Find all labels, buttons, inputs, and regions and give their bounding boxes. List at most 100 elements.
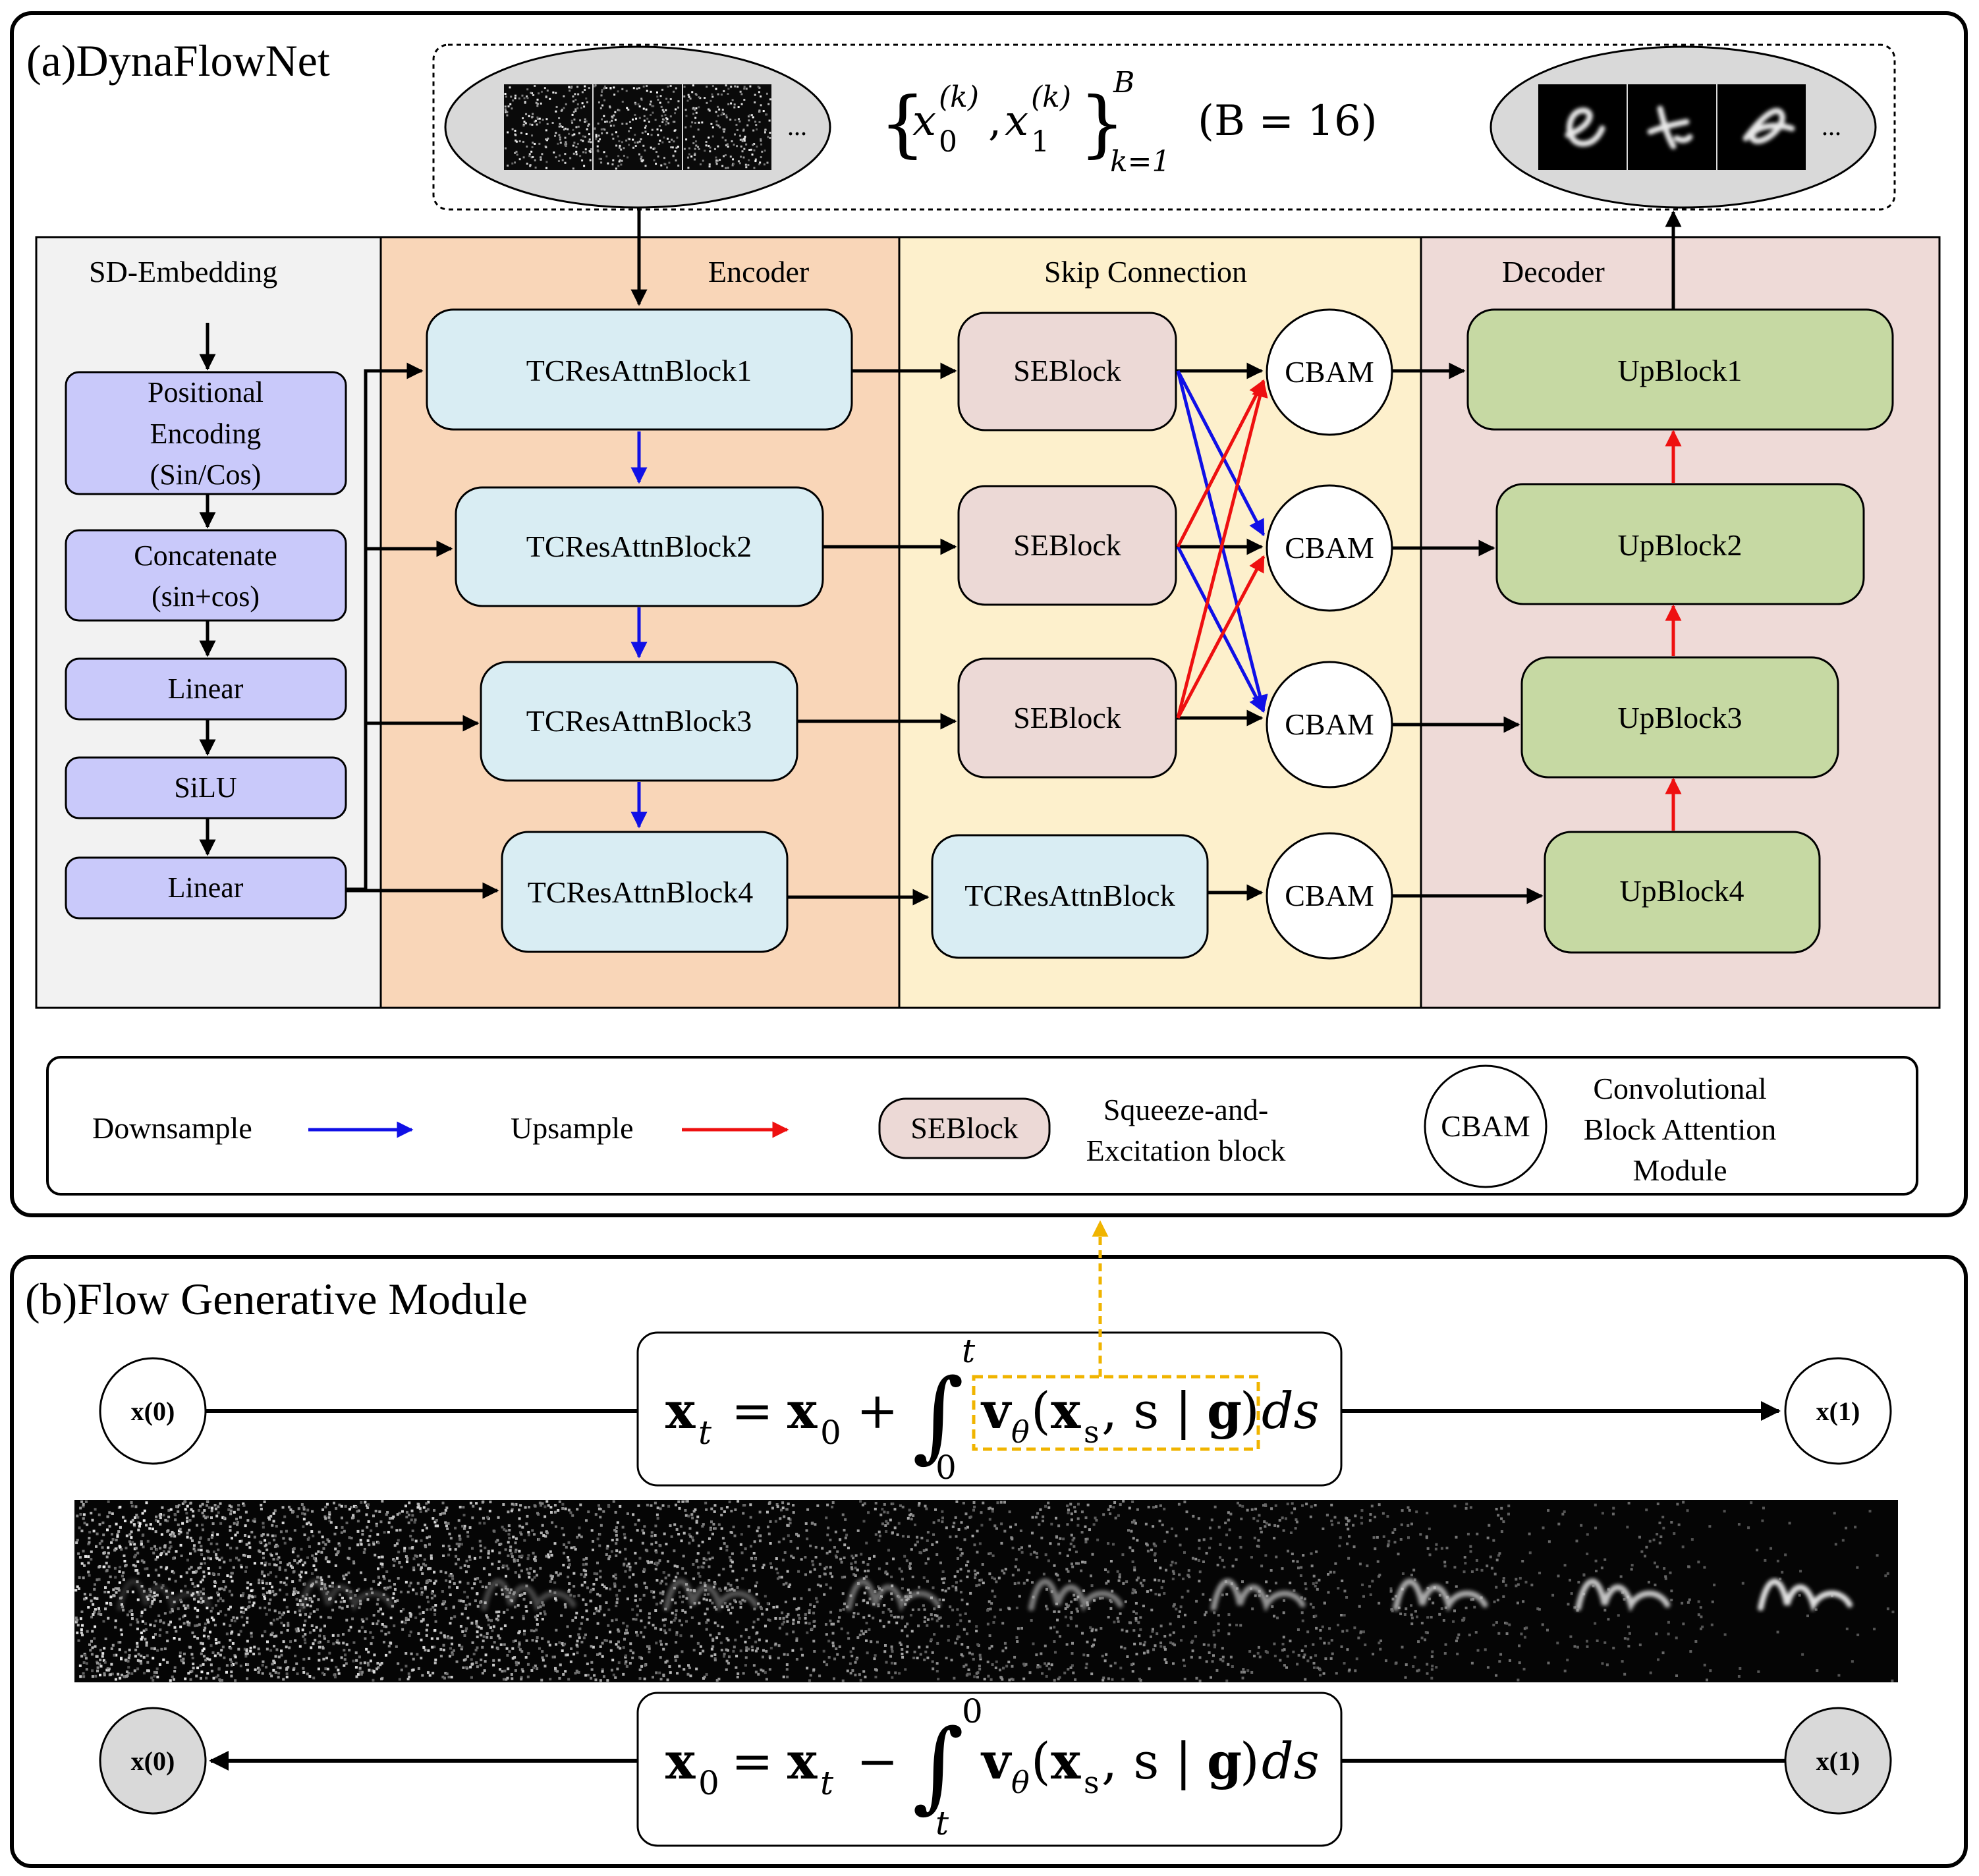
legend-cbam-desc-2: Block Attention	[1584, 1113, 1777, 1146]
decoder-block-1	[1466, 308, 1894, 431]
linear-block-2-label: Linear	[168, 871, 244, 904]
svg-text:x: x	[787, 1381, 818, 1440]
skip-tcresattn-block-label: TCResAttnBlock	[964, 879, 1175, 912]
positional-encoding-line3: (Sin/Cos)	[150, 458, 262, 491]
cross-up-arrow-1	[1176, 379, 1266, 548]
legend-cbam-swatch	[1424, 1064, 1547, 1188]
positional-encoding-line1: Positional	[148, 376, 264, 408]
seblock-3-label: SEBlock	[1013, 701, 1121, 734]
encoder-block-4	[501, 831, 789, 953]
legend-seblock-desc-2: Excitation block	[1086, 1134, 1286, 1167]
panel-b-title: (b)Flow Generative Module	[25, 1274, 528, 1324]
output-ellipsis: ...	[1822, 111, 1841, 141]
legend-upsample-label: Upsample	[511, 1111, 634, 1145]
cbam-3-label: CBAM	[1285, 707, 1374, 741]
svg-text:0: 0	[935, 1448, 957, 1487]
input-noise-images	[504, 84, 771, 170]
svg-text:, s |: , s |	[1101, 1381, 1208, 1440]
encoder-block-4-label: TCResAttnBlock4	[528, 875, 753, 909]
decoder-block-1-label: UpBlock1	[1617, 354, 1742, 387]
concatenate-line2: (sin+cos)	[152, 580, 260, 613]
forward-end-node	[1784, 1357, 1892, 1465]
input-ellipsis: ...	[787, 111, 807, 141]
decoder-block-3	[1520, 656, 1839, 779]
seblock-1-label: SEBlock	[1013, 354, 1121, 387]
concatenate-line1: Concatenate	[134, 539, 277, 572]
svg-text:x: x	[1051, 1381, 1081, 1440]
svg-text:s: s	[1084, 1414, 1100, 1450]
legend-cbam-label: CBAM	[1441, 1109, 1530, 1143]
cross-down-arrow-2	[1176, 370, 1268, 712]
svg-text:(: (	[1031, 1381, 1051, 1440]
formula-brace-close: }	[1079, 81, 1125, 165]
cross-down-arrow-1	[1176, 370, 1266, 537]
formula-x0: x	[912, 97, 936, 146]
svg-text:ds: ds	[1262, 1381, 1320, 1440]
legend-cbam-desc-3: Module	[1632, 1153, 1727, 1187]
formula-x0-sup: (k)	[939, 80, 979, 114]
svg-text:+: +	[856, 1381, 899, 1440]
legend-cbam-desc-1: Convolutional	[1593, 1072, 1766, 1105]
velocity-highlight-box	[972, 1375, 1260, 1451]
decoder-block-4-label: UpBlock4	[1619, 874, 1744, 908]
reverse-equation: x 0 = x t − ∫ 0 t v θ ( x s , s | g ) ds	[665, 1692, 1320, 1842]
batch-formula: { x (k) 0 , x (k) 1 } B k=1 (B = 16)	[879, 66, 1378, 179]
forward-start-node-label: x(0)	[131, 1396, 175, 1426]
encoder-block-2-label: TCResAttnBlock2	[526, 530, 752, 563]
svg-text:0: 0	[820, 1414, 841, 1452]
formula-x1: x	[1005, 97, 1028, 146]
decoder-block-2-label: UpBlock2	[1617, 528, 1742, 562]
svg-text:v: v	[980, 1381, 1013, 1440]
positional-encoding-line2: Encoding	[150, 418, 262, 450]
decoder-section-label: Decoder	[1502, 255, 1605, 289]
cbam-2-label: CBAM	[1285, 531, 1374, 565]
reverse-start-node-label: x(0)	[131, 1746, 175, 1776]
formula-brace-open: {	[879, 81, 926, 165]
formula-comma: ,	[988, 97, 1001, 146]
encoder-block-3-label: TCResAttnBlock3	[526, 704, 752, 738]
linear-block-1-label: Linear	[168, 673, 244, 705]
svg-text:t: t	[698, 1414, 712, 1452]
embedding-section-label: SD-Embedding	[89, 255, 277, 289]
skip-tcresattn-block	[931, 834, 1209, 959]
cross-down-arrow-3	[1176, 545, 1266, 713]
reverse-end-node-label: x(1)	[1816, 1746, 1860, 1776]
formula-x1-sup: (k)	[1031, 80, 1071, 114]
forward-integral-sign: ∫	[912, 1358, 964, 1473]
legend-downsample-label: Downsample	[92, 1111, 252, 1145]
reverse-start-node	[99, 1707, 207, 1815]
cross-up-arrow-2	[1176, 380, 1268, 719]
trajectory-strip	[74, 1500, 1898, 1682]
reverse-equation-box	[636, 1692, 1343, 1847]
legend-seblock-swatch	[878, 1097, 1051, 1159]
formula-x1-sub: 1	[1031, 125, 1049, 159]
svg-text:g: g	[1207, 1381, 1242, 1440]
reverse-end-node	[1784, 1707, 1892, 1815]
cbam-4-label: CBAM	[1285, 879, 1374, 912]
decoder-block-3-label: UpBlock3	[1617, 701, 1742, 734]
encoder-section-label: Encoder	[708, 255, 809, 289]
formula-x0-sub: 0	[939, 125, 957, 159]
reverse-integral-sign: ∫	[912, 1709, 964, 1823]
cbam-1-label: CBAM	[1285, 355, 1374, 389]
legend-seblock-label: SEBlock	[910, 1111, 1018, 1145]
decoder-block-2	[1495, 483, 1865, 605]
decoder-block-4	[1544, 831, 1821, 954]
silu-block-label: SiLU	[174, 771, 237, 804]
seblock-2-label: SEBlock	[1013, 528, 1121, 562]
forward-end-node-label: x(1)	[1816, 1396, 1860, 1426]
svg-text:=: =	[731, 1381, 773, 1440]
svg-text:): )	[1240, 1381, 1260, 1440]
skip-section-label: Skip Connection	[1044, 255, 1247, 289]
svg-text:t: t	[962, 1332, 976, 1370]
cross-up-arrow-3	[1176, 555, 1266, 719]
formula-batch-size: (B = 16)	[1198, 97, 1378, 146]
formula-lower-limit: k=1	[1110, 145, 1171, 179]
panel-a-title: (a)DynaFlowNet	[26, 36, 330, 86]
output-digit-images	[1538, 84, 1806, 170]
legend-seblock-desc-1: Squeeze-and-	[1103, 1093, 1268, 1126]
svg-text:θ: θ	[1011, 1414, 1030, 1450]
svg-text:x: x	[665, 1381, 696, 1440]
formula-upper-limit: B	[1113, 66, 1134, 99]
